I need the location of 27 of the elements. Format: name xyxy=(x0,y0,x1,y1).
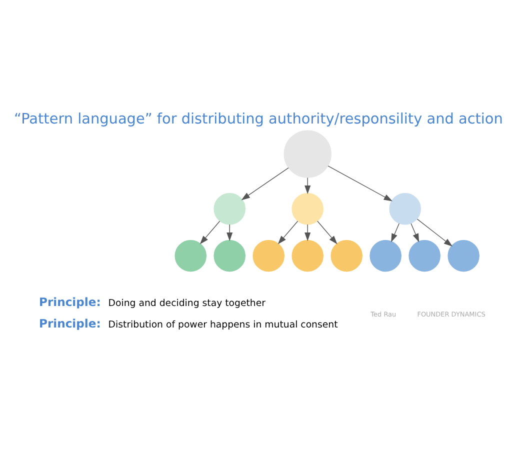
arrow xyxy=(241,167,289,200)
node-circle xyxy=(214,240,246,272)
arrow xyxy=(304,177,311,194)
node-circle xyxy=(292,193,324,225)
diagram-title: “Pattern language” for distributing authority/responsility and action xyxy=(14,111,503,128)
label: Doing and deciding stay together xyxy=(108,298,266,309)
node-circle xyxy=(330,240,362,272)
label: Distribution of power happens in mutual consent xyxy=(108,320,338,331)
node-circle xyxy=(408,240,440,272)
arrow xyxy=(410,223,420,242)
node-circle xyxy=(370,240,402,272)
node-circle xyxy=(284,130,332,178)
arrow xyxy=(304,224,311,242)
arrow xyxy=(328,166,393,202)
node-circle xyxy=(252,240,284,272)
label: Principle: xyxy=(38,316,101,331)
node-circle xyxy=(292,240,324,272)
node-circle xyxy=(214,193,246,225)
node-circle xyxy=(389,193,421,225)
arrow xyxy=(200,220,220,244)
node-circle xyxy=(448,240,480,272)
arrow xyxy=(416,218,453,247)
arrow xyxy=(391,223,400,242)
node-circle xyxy=(174,240,207,272)
arrow xyxy=(278,220,298,244)
label: Principle: xyxy=(38,294,101,309)
arrow xyxy=(317,220,338,244)
